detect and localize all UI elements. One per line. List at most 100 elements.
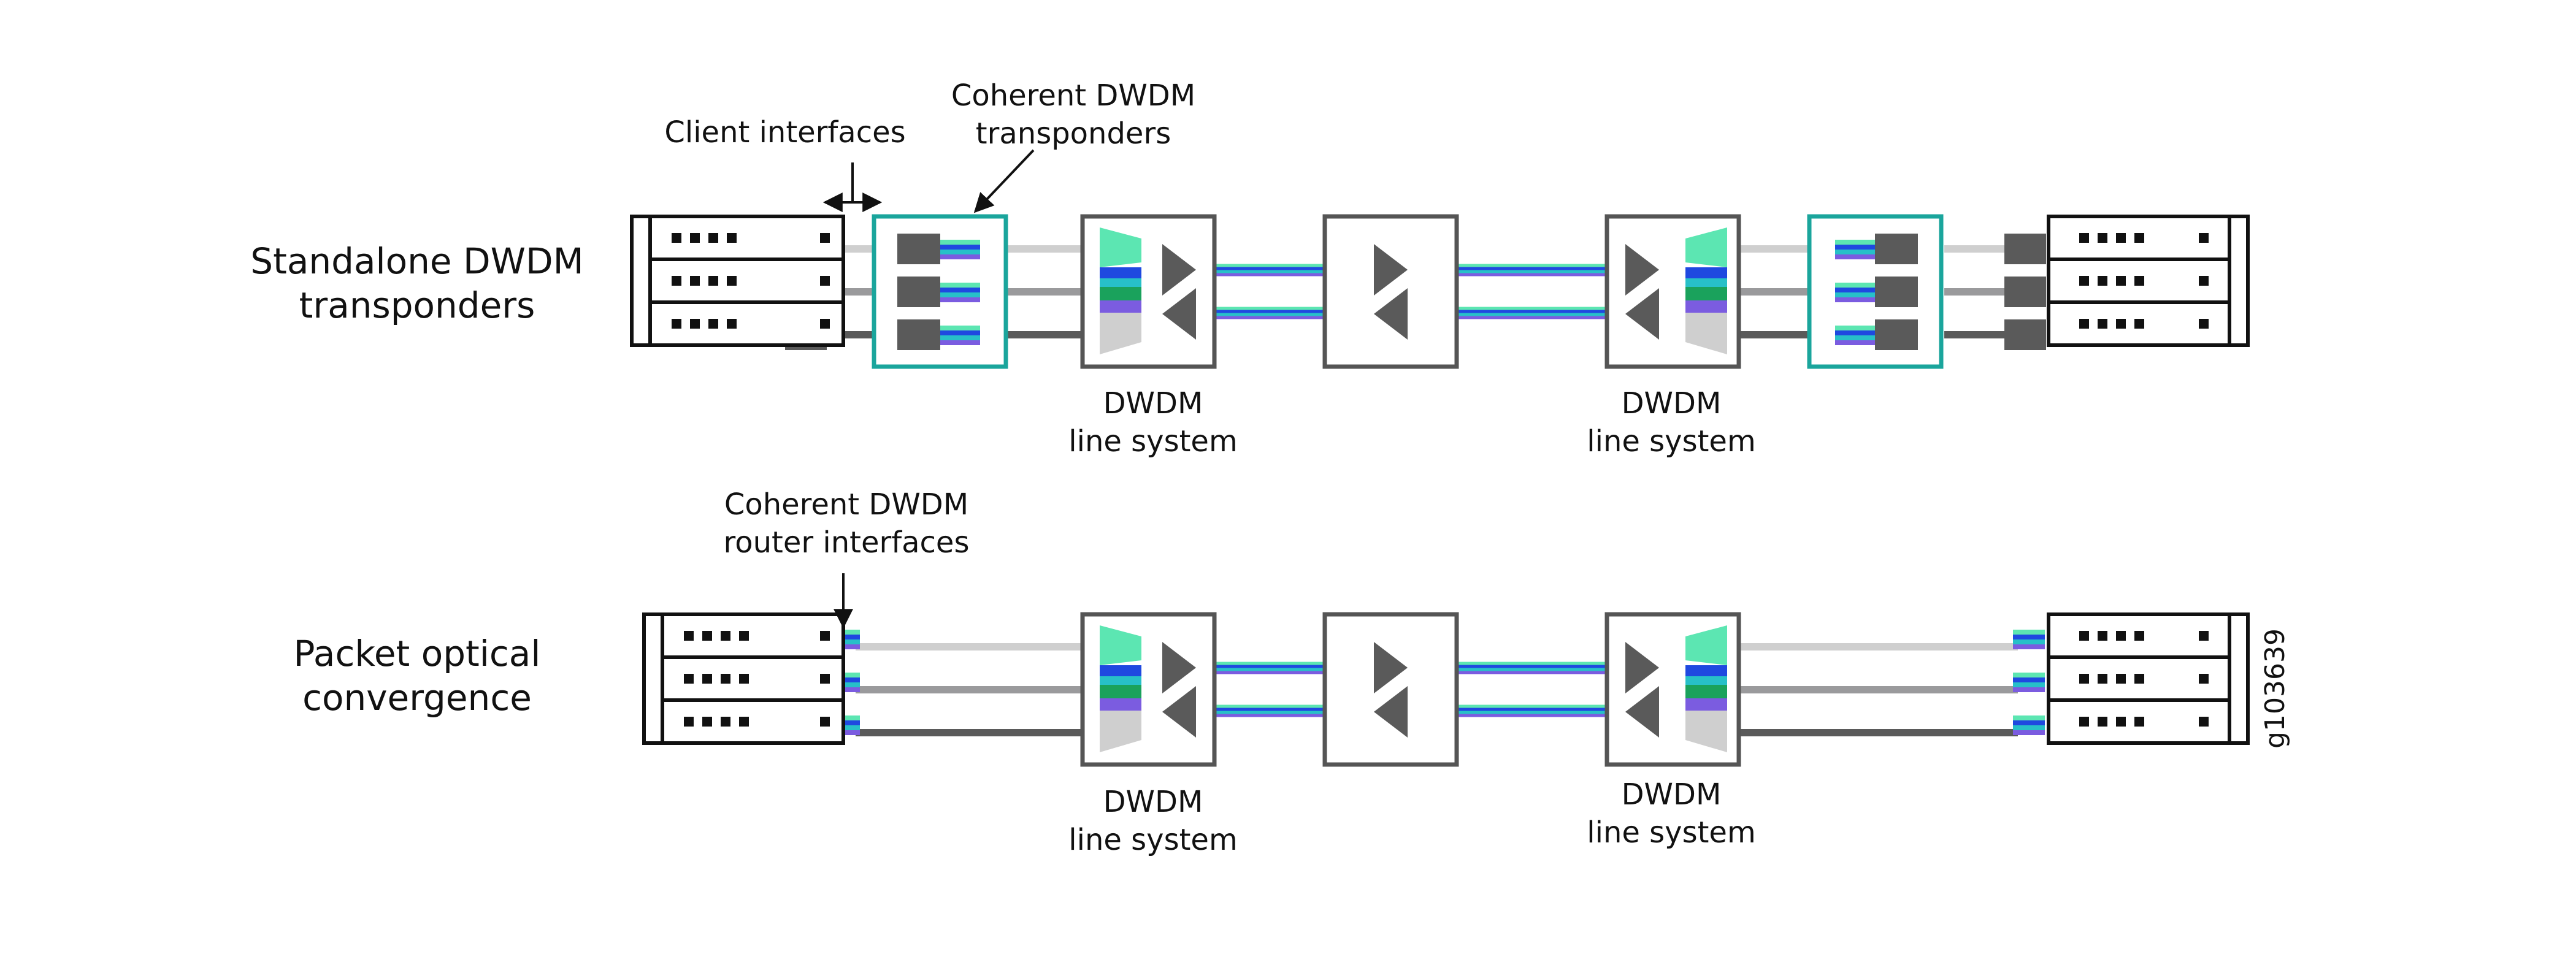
- label-line-1: DWDM: [1103, 785, 1203, 819]
- optic-stripe: [1835, 292, 1875, 297]
- optic-stripe: [2013, 730, 2045, 735]
- optic-stripe: [2013, 682, 2045, 687]
- optic-stripe: [1835, 250, 1875, 254]
- client-port: [897, 319, 940, 350]
- mux-shape: [1100, 227, 1141, 267]
- callout-line-1: Coherent DWDM: [951, 78, 1196, 113]
- demux-shape: [1100, 313, 1141, 354]
- port-led: [2199, 674, 2209, 684]
- optic-stripe: [940, 335, 980, 340]
- rack-ear: [2228, 215, 2250, 347]
- optic-stripe: [1835, 326, 1875, 330]
- line-system-bottom-right: [1604, 612, 1741, 767]
- port-led: [672, 276, 681, 286]
- port-led: [672, 319, 681, 329]
- port-led: [2116, 717, 2126, 727]
- port-led: [2098, 276, 2107, 286]
- port-led: [2098, 233, 2107, 243]
- port-led: [690, 319, 700, 329]
- line-system-label-top-left: DWDM line system: [1030, 384, 1276, 460]
- title-line-2: transponders: [299, 284, 535, 326]
- port-led: [708, 276, 718, 286]
- mux-band: [1685, 267, 1727, 278]
- amplifier-icon: [1162, 642, 1196, 693]
- optic-stripe: [1835, 335, 1875, 340]
- optic-stripe: [940, 326, 980, 330]
- port-led: [708, 319, 718, 329]
- midspan-amplifier-bottom: [1322, 612, 1459, 767]
- mux-band: [1685, 665, 1727, 676]
- mux-band: [1100, 300, 1141, 313]
- label-line-1: DWDM: [1621, 777, 1722, 812]
- port-led: [2199, 233, 2209, 243]
- port-led: [2079, 233, 2089, 243]
- line-system-top-left: [1080, 214, 1217, 369]
- port-led: [739, 717, 749, 727]
- title-line-1: Standalone DWDM: [250, 240, 584, 282]
- demux-shape: [1100, 711, 1141, 752]
- port-led: [684, 674, 694, 684]
- port-led: [721, 717, 730, 727]
- coherent-optic: [940, 283, 980, 302]
- mux-shape: [1100, 625, 1141, 665]
- rack-ear: [642, 612, 664, 745]
- line-system-label-bottom-left: DWDM line system: [1030, 783, 1276, 859]
- amplifier-icon: [1625, 686, 1659, 738]
- port-led: [2134, 233, 2144, 243]
- demux-shape: [1685, 711, 1727, 752]
- port-led: [2116, 276, 2126, 286]
- label-line-1: DWDM: [1103, 386, 1203, 421]
- optic-stripe: [940, 297, 980, 302]
- optic-stripe: [2013, 715, 2045, 720]
- section-title-packet: Packet optical convergence: [233, 631, 601, 720]
- optic-stripe: [940, 254, 980, 259]
- router-left-bottom: [642, 612, 845, 745]
- coherent-router-optic: [2013, 630, 2045, 649]
- port-led: [721, 631, 730, 641]
- label-line-2: line system: [1068, 823, 1238, 857]
- port-led: [820, 674, 830, 684]
- optic-stripe: [1835, 288, 1875, 292]
- coherent-router-optic: [2013, 673, 2045, 692]
- callout-client-interfaces: Client interfaces: [662, 113, 908, 151]
- optic-stripe: [940, 340, 980, 345]
- amplifier-icon: [1374, 686, 1408, 738]
- callout-router-interfaces: Coherent DWDM router interfaces: [693, 486, 1000, 562]
- coherent-optic: [1835, 240, 1875, 259]
- port-led: [2079, 319, 2089, 329]
- section-title-standalone: Standalone DWDM transponders: [233, 239, 601, 327]
- port-led: [2079, 674, 2089, 684]
- optic-stripe: [940, 330, 980, 335]
- mux-shape: [1685, 227, 1727, 267]
- optic-stripe: [940, 283, 980, 288]
- mux-band: [1100, 698, 1141, 711]
- optic-stripe: [1835, 340, 1875, 345]
- router-right-top: [2047, 215, 2250, 347]
- optic-stripe: [940, 240, 980, 245]
- title-line-1: Packet optical: [293, 633, 541, 674]
- port-led: [820, 319, 830, 329]
- port-led: [672, 233, 681, 243]
- line-system-label-top-right: DWDM line system: [1549, 384, 1794, 460]
- coherent-optic: [1835, 283, 1875, 302]
- port-led: [690, 233, 700, 243]
- port-led: [2098, 674, 2107, 684]
- optic-stripe: [1835, 240, 1875, 245]
- mux-band: [1685, 685, 1727, 698]
- port-led: [820, 631, 830, 641]
- router-left-top: [630, 215, 845, 347]
- client-port: [1875, 319, 1918, 350]
- rack-ear: [630, 215, 652, 347]
- optic-stripe: [1835, 297, 1875, 302]
- optic-stripe: [940, 250, 980, 254]
- label-line-1: DWDM: [1621, 386, 1722, 421]
- port-led: [690, 276, 700, 286]
- rack-ear: [2228, 612, 2250, 745]
- amplifier-icon: [1374, 244, 1408, 296]
- port-led: [2098, 319, 2107, 329]
- callout-line-2: transponders: [975, 116, 1171, 151]
- port-led: [2134, 319, 2144, 329]
- amplifier-icon: [1162, 288, 1196, 340]
- label-line-2: line system: [1587, 815, 1756, 850]
